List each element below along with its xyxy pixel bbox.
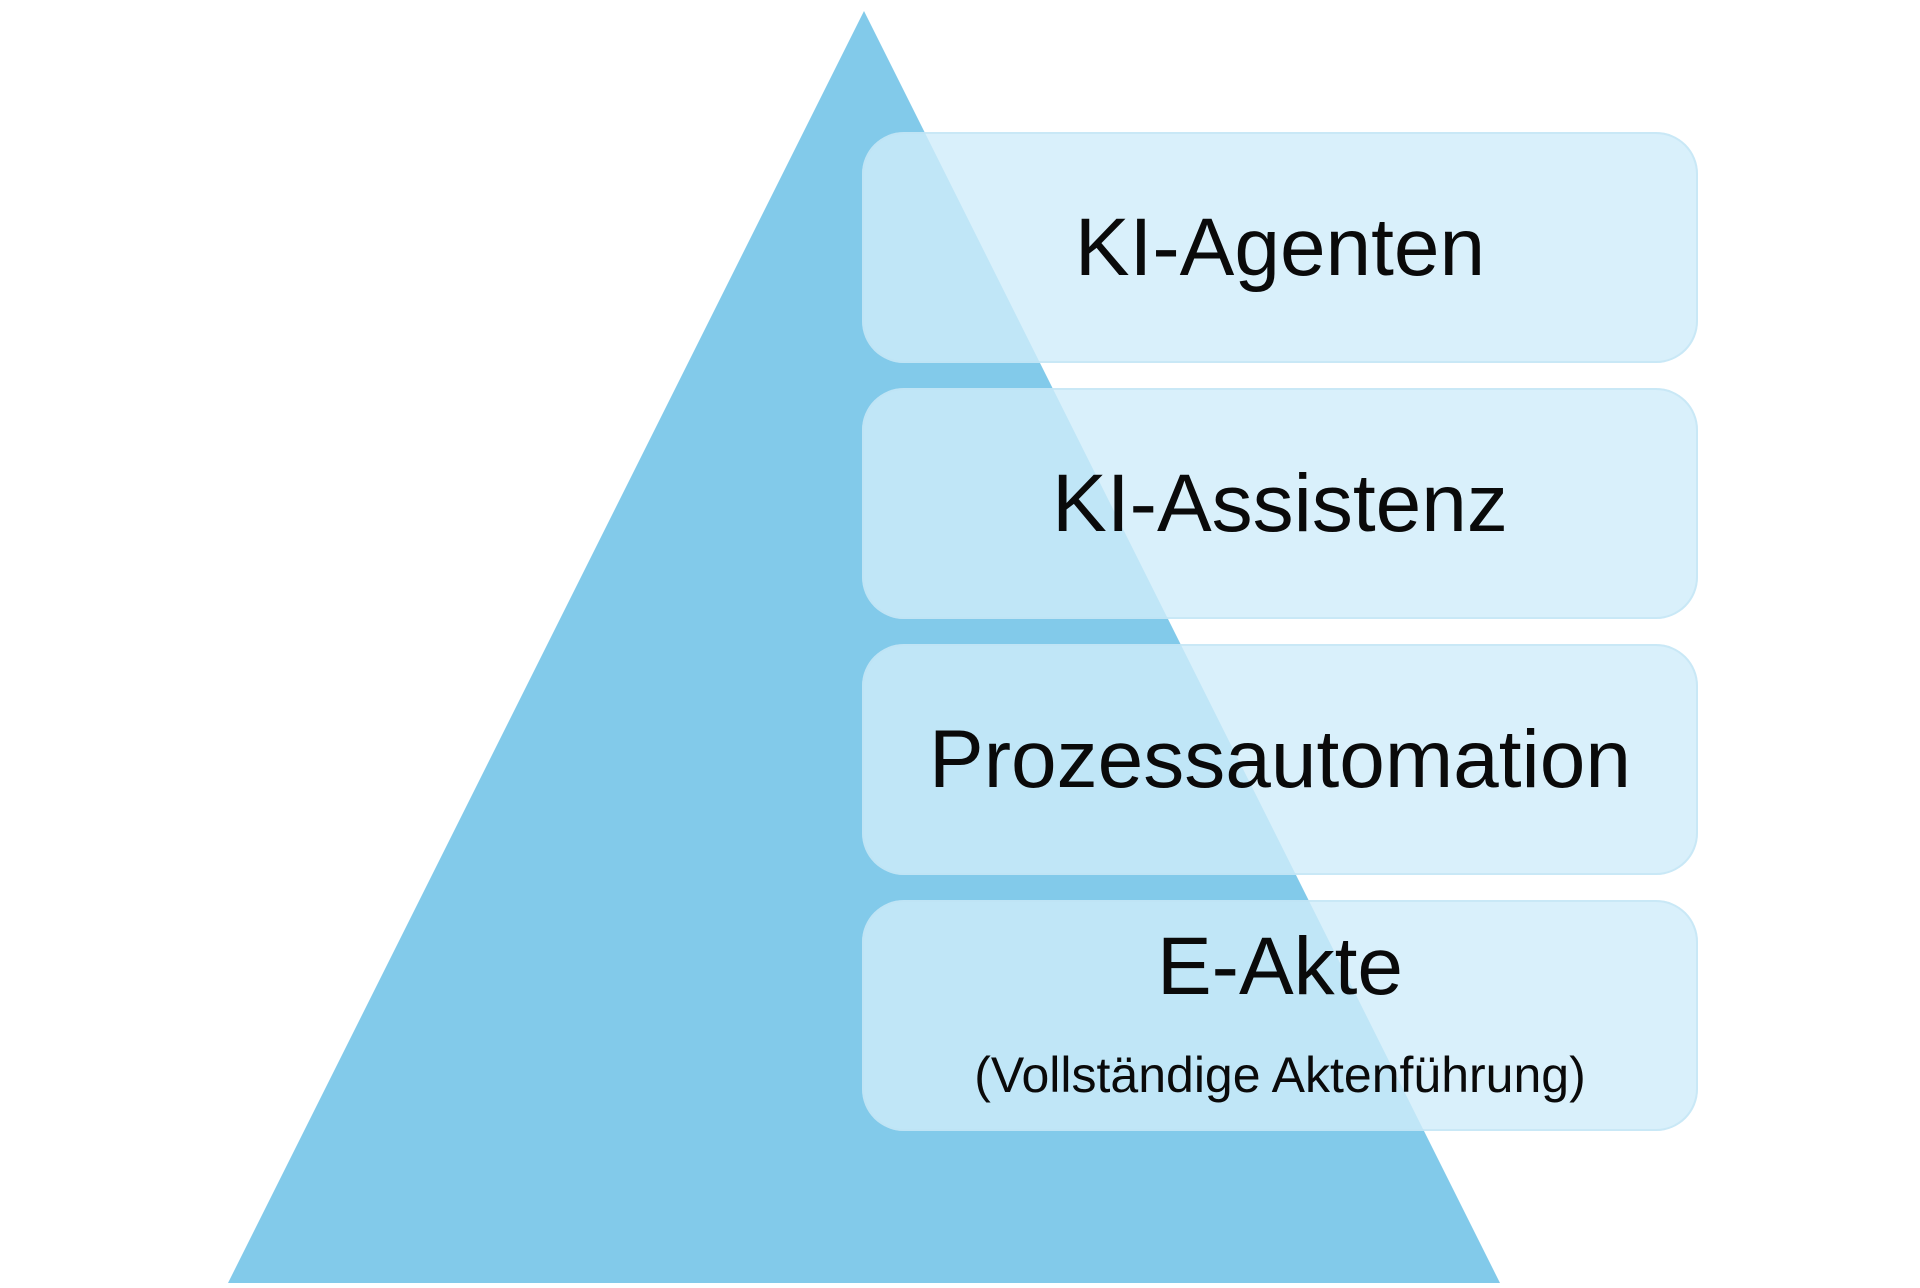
layer-subtitle: (Vollständige Aktenführung)	[974, 1046, 1586, 1103]
layer-box-prozessautomation: Prozessautomation	[862, 644, 1698, 875]
layer-title: KI-Agenten	[1074, 201, 1486, 293]
layer-box-ki-agenten: KI-Agenten	[862, 132, 1698, 363]
layer-title: KI-Assistenz	[1052, 457, 1508, 549]
layer-box-ki-assistenz: KI-Assistenz	[862, 388, 1698, 619]
layer-title: E-Akte	[1156, 920, 1404, 1012]
layer-title: Prozessautomation	[929, 713, 1631, 805]
layer-box-e-akte: E-Akte (Vollständige Aktenführung)	[862, 900, 1698, 1131]
